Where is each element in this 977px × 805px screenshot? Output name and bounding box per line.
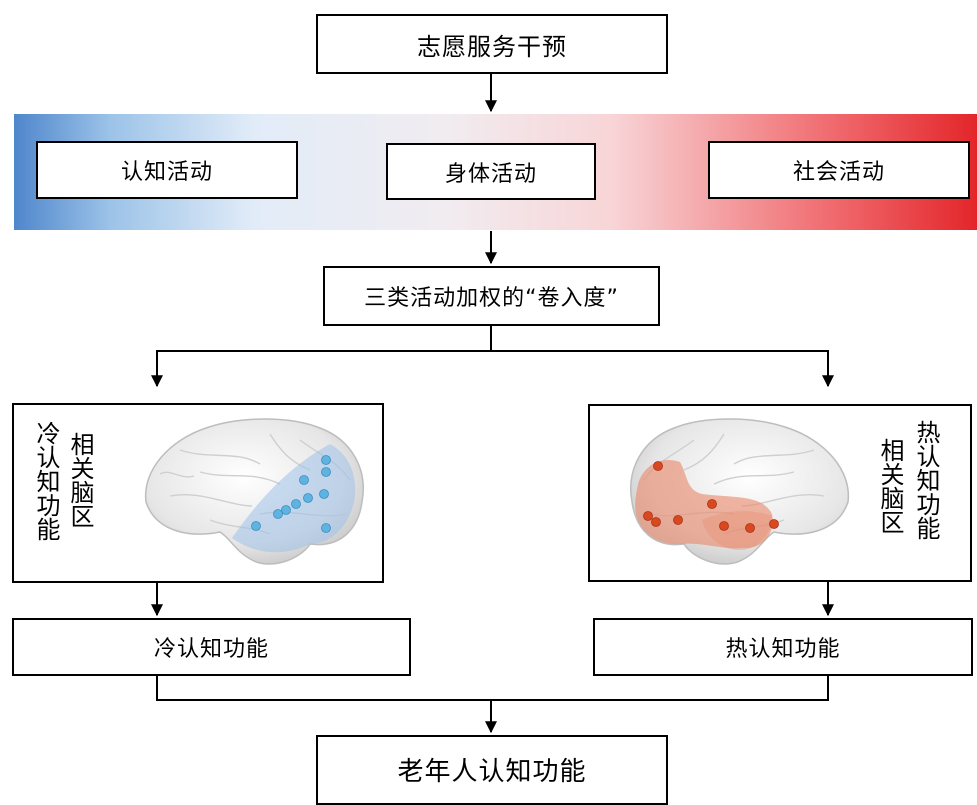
connector-lines <box>151 74 834 734</box>
physical-activity-label: 身体活动 <box>444 161 537 187</box>
cold-region-label-a: 冷认知功能 <box>32 421 60 541</box>
intervention-label: 志愿服务干预 <box>417 32 567 61</box>
elderly-cognition-label: 老年人认知功能 <box>397 757 587 787</box>
hot-region-label-a: 热认知功能 <box>912 420 940 540</box>
cold-cognition-box: 冷认知功能 <box>12 618 411 676</box>
cognitive-activity-box: 认知活动 <box>36 141 298 199</box>
cold-cognition-label: 冷认知功能 <box>153 637 269 662</box>
physical-activity-box: 身体活动 <box>386 143 596 200</box>
hot-region-label-b: 相关脑区 <box>876 438 904 534</box>
hot-cognition-box: 热认知功能 <box>593 618 973 676</box>
social-activity-box: 社会活动 <box>708 141 970 199</box>
cold-region-label-b: 相关脑区 <box>66 432 94 528</box>
cognitive-activity-label: 认知活动 <box>120 160 213 185</box>
social-activity-label: 社会活动 <box>792 160 885 185</box>
cold-brain-image <box>144 418 364 565</box>
intervention-box: 志愿服务干预 <box>316 14 668 74</box>
weighted-engagement-label: 三类活动加权的“卷入度” <box>364 286 619 311</box>
hot-brain-image <box>630 418 850 565</box>
elderly-cognition-box: 老年人认知功能 <box>316 735 668 805</box>
hot-cognition-label: 热认知功能 <box>725 637 841 662</box>
weighted-engagement-box: 三类活动加权的“卷入度” <box>323 266 660 326</box>
